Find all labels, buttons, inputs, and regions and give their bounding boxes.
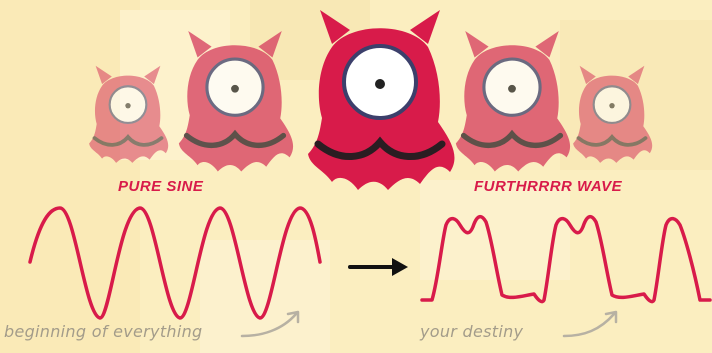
monster-mid-right bbox=[455, 31, 571, 172]
monster-center bbox=[308, 10, 455, 190]
pure-sine-title: PURE SINE bbox=[118, 178, 204, 195]
right-caption: your destiny bbox=[420, 322, 524, 341]
monster-far-left bbox=[89, 65, 169, 163]
further-wave-title: FURTHRRRR WAVE bbox=[474, 178, 623, 195]
left-caption: beginning of everything bbox=[4, 322, 203, 341]
monster-far-right bbox=[573, 65, 653, 163]
monster-mid-left bbox=[178, 31, 294, 172]
